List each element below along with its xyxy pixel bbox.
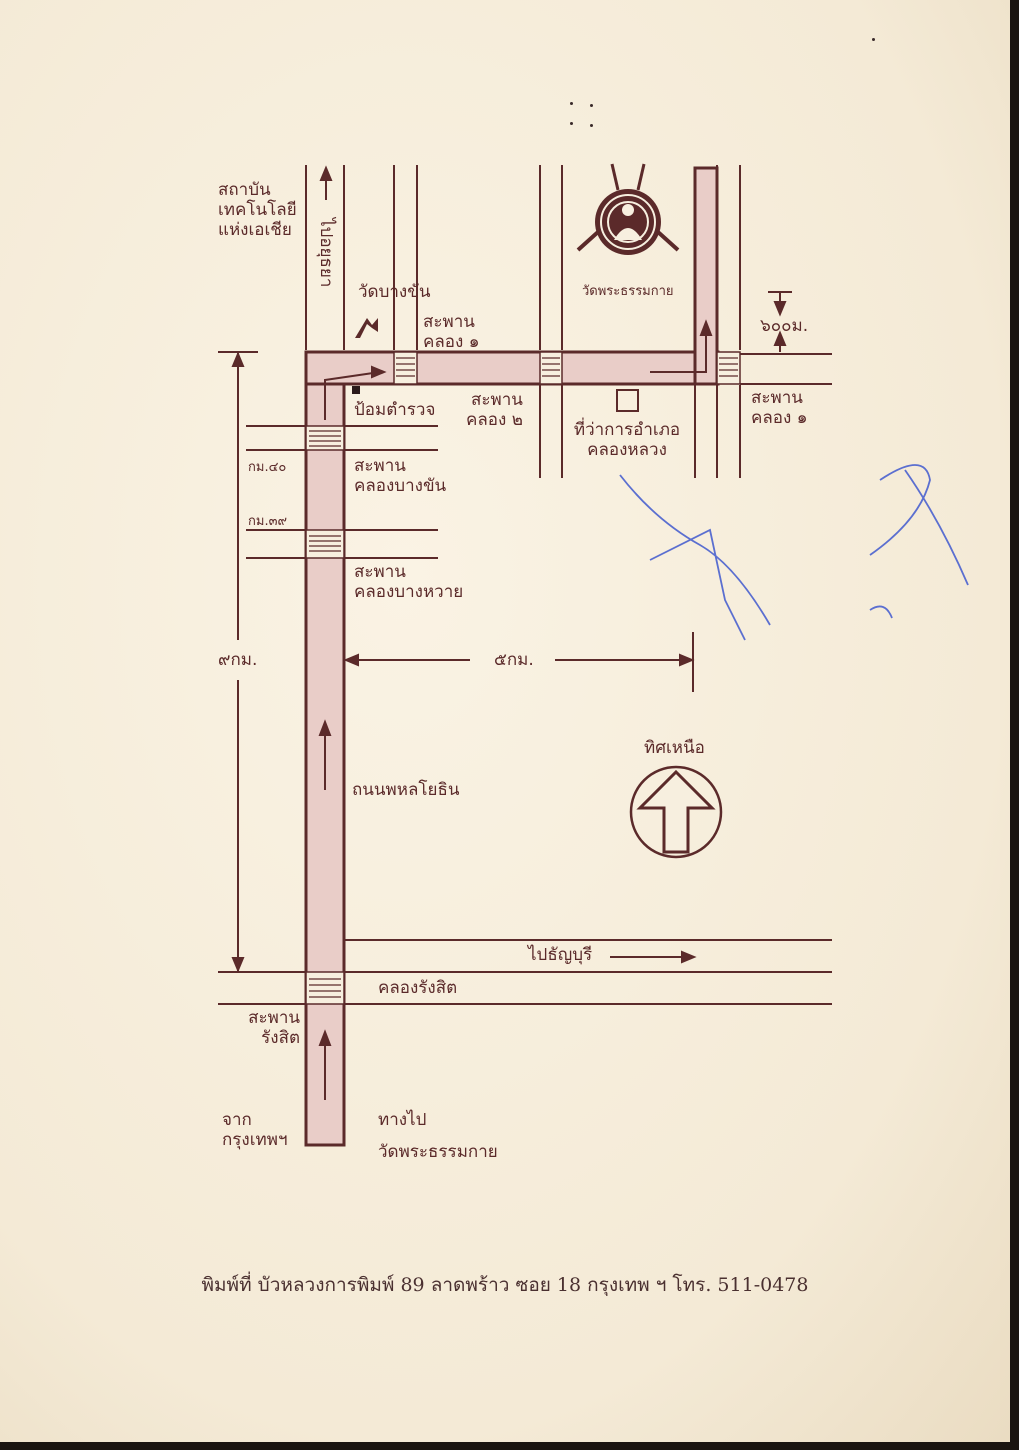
temple-roof-icon <box>355 318 378 338</box>
district-office-label: ที่ว่าการอำเภอ คลองหลวง <box>573 420 681 460</box>
to-ayutthaya-label: ไปอยุธยา <box>316 218 336 288</box>
dimension-5km <box>343 632 695 692</box>
speck <box>570 102 573 105</box>
speck <box>872 38 875 41</box>
km39-label: กม.๓๙ <box>248 514 287 529</box>
way-to-dhammakaya-label: ทางไป วัดพระธรรมกาย <box>378 1110 498 1162</box>
to-thanyaburi-label: ไปธัญบุรี <box>528 945 593 965</box>
bridge-bang-wai-label: สะพาน คลองบางหวาย <box>354 562 464 602</box>
bridge-rangsit-label: สะพาน รังสิต <box>248 1008 300 1048</box>
district-office-icon <box>616 389 639 412</box>
police-box-label: ป้อมตำรวจ <box>354 400 436 420</box>
distance-5km-label: ๕กม. <box>494 650 534 670</box>
wat-bang-khan-label: วัดบางขัน <box>358 282 431 302</box>
printer-footer: พิมพ์ที่ บัวหลวงการพิมพ์ 89 ลาดพร้าว ซอย… <box>201 1274 809 1296</box>
bridge-khlong1-right-label: สะพาน คลอง ๑ <box>751 388 808 428</box>
distance-9km-label: ๙กม. <box>218 650 258 670</box>
dhammakaya-logo-icon <box>576 163 680 255</box>
north-label: ทิศเหนือ <box>644 738 705 758</box>
km40-label: กม.๔๐ <box>248 460 287 475</box>
speck <box>570 122 573 125</box>
police-box-icon <box>352 386 360 394</box>
institute-label: สถาบัน เทคโนโลยี แห่งเอเชีย <box>218 180 297 240</box>
pen-scribble <box>619 464 969 641</box>
speck <box>590 124 593 127</box>
dimension-9km <box>218 351 258 973</box>
dimension-600m <box>768 291 792 352</box>
speck <box>590 104 593 107</box>
bridge-khlong2-label: สะพาน คลอง ๒ <box>466 390 523 430</box>
distance-600m-label: ๖๐๐ม. <box>760 316 809 336</box>
wat-phra-dhammakaya-top-label: วัดพระธรรมกาย <box>582 284 674 299</box>
khlong-rangsit-label: คลองรังสิต <box>378 978 458 998</box>
phahonyothin-label: ถนนพหลโยธิน <box>352 780 460 800</box>
bridge-bang-khan-label: สะพาน คลองบางขัน <box>354 456 447 496</box>
north-arrow-icon <box>629 765 723 859</box>
from-bangkok-label: จาก กรุงเทพฯ <box>222 1110 288 1150</box>
bridge-khlong1-top-label: สะพาน คลอง ๑ <box>423 312 480 352</box>
